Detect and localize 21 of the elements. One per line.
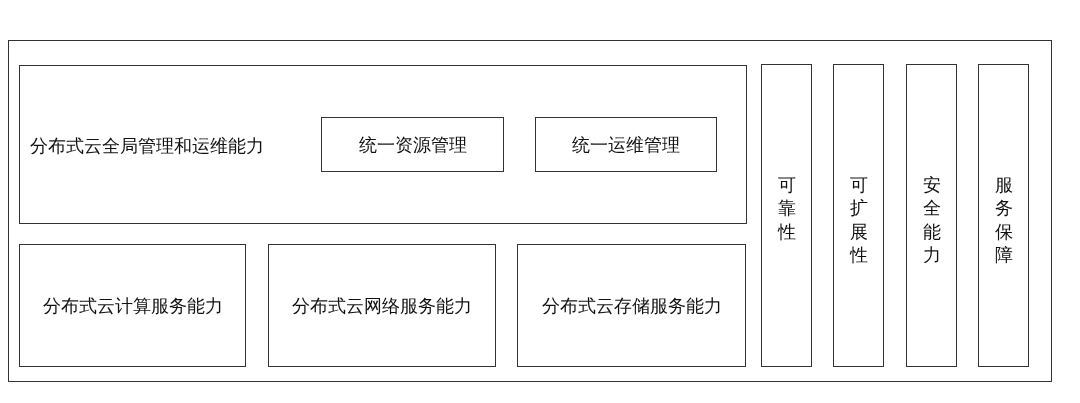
module-box — [535, 117, 717, 172]
module-box — [19, 65, 747, 224]
module-box — [268, 244, 496, 367]
module-box — [517, 244, 746, 367]
module-label: 分布式云存储服务能力 — [541, 293, 722, 318]
vertical-box — [761, 64, 812, 367]
module-label: 可靠性 — [777, 173, 796, 244]
module-label: 可扩展性 — [849, 173, 868, 267]
module-label: 分布式云网络服务能力 — [292, 293, 472, 318]
module-label: 统一资源管理 — [358, 132, 467, 157]
module-box — [19, 244, 246, 367]
module-label: 服务保障 — [994, 173, 1013, 267]
vertical-box — [978, 64, 1029, 367]
vertical-box — [906, 64, 957, 367]
module-label: 分布式云计算服务能力 — [42, 293, 223, 318]
module-label: 统一运维管理 — [572, 132, 680, 157]
module-box — [321, 117, 504, 172]
module-label: 安全能力 — [922, 173, 941, 267]
module-label: 分布式云全局管理和运维能力 — [30, 134, 264, 158]
vertical-box — [833, 64, 884, 367]
frame-box — [8, 40, 1052, 382]
